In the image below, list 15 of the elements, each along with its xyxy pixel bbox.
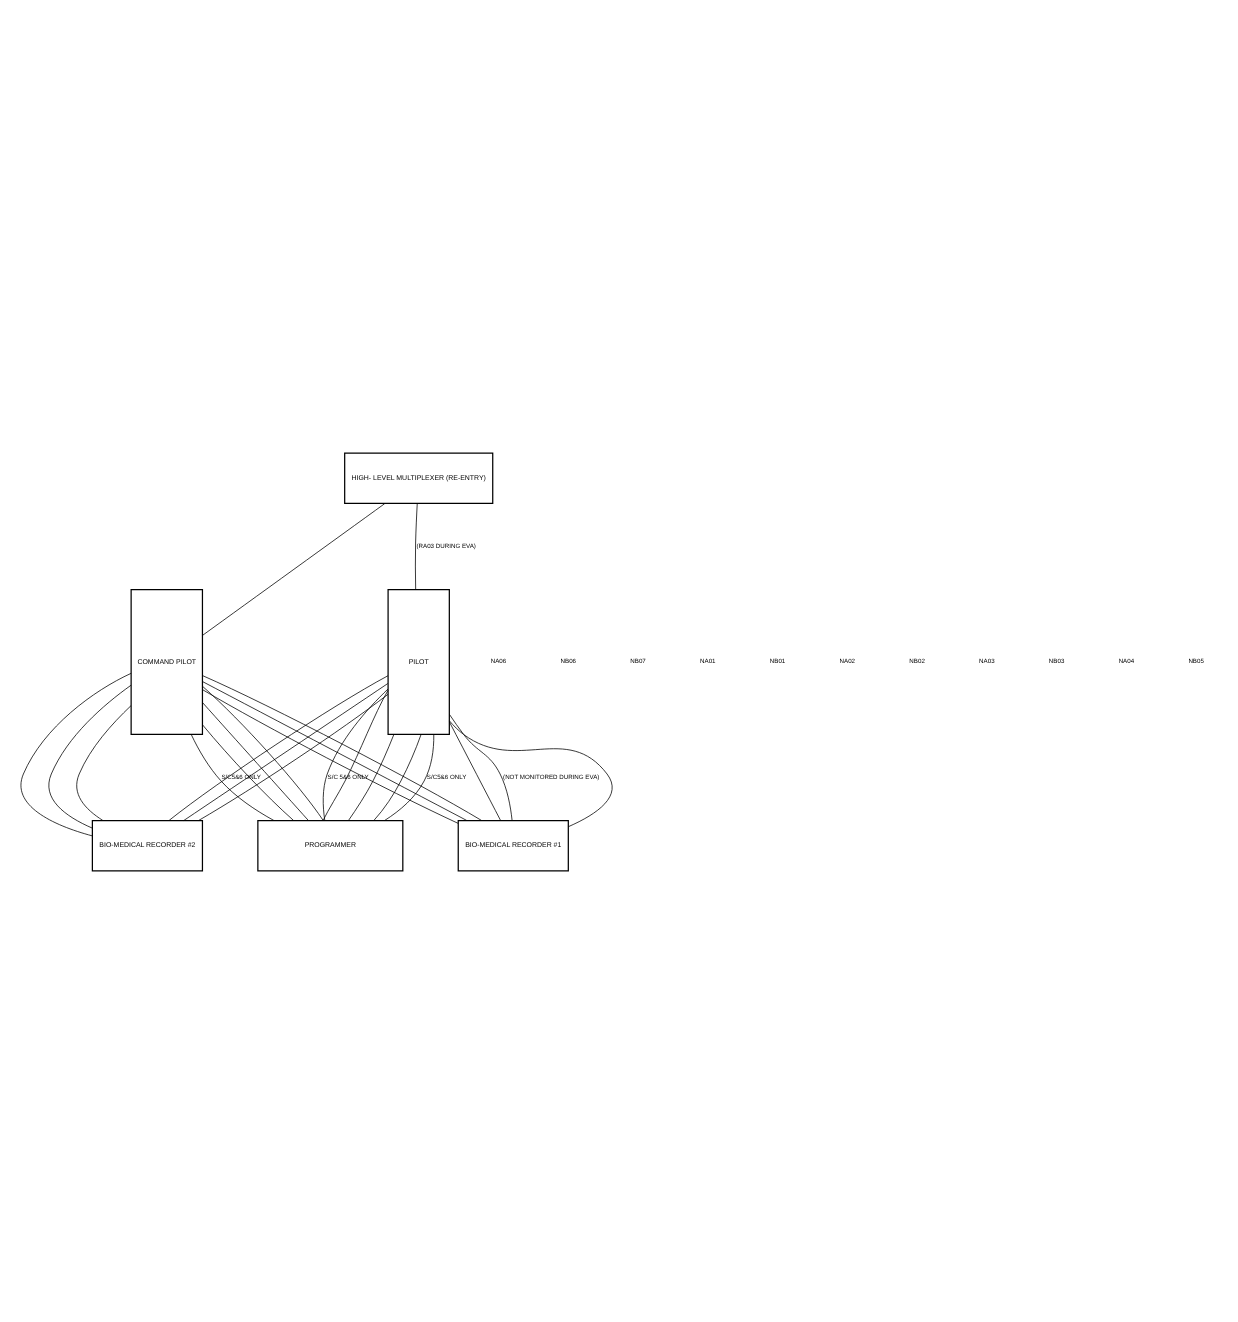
connector (48, 683, 132, 828)
connector (373, 733, 422, 820)
connector (348, 733, 395, 820)
connector (449, 720, 501, 820)
connector (20, 671, 132, 836)
connector (384, 733, 435, 820)
connector (202, 701, 309, 820)
connector (415, 502, 418, 589)
connector (76, 704, 132, 820)
connector (202, 723, 294, 820)
connector (190, 733, 275, 820)
connector (449, 713, 513, 820)
connector (202, 685, 324, 820)
connector (202, 502, 386, 635)
connector (449, 719, 613, 827)
